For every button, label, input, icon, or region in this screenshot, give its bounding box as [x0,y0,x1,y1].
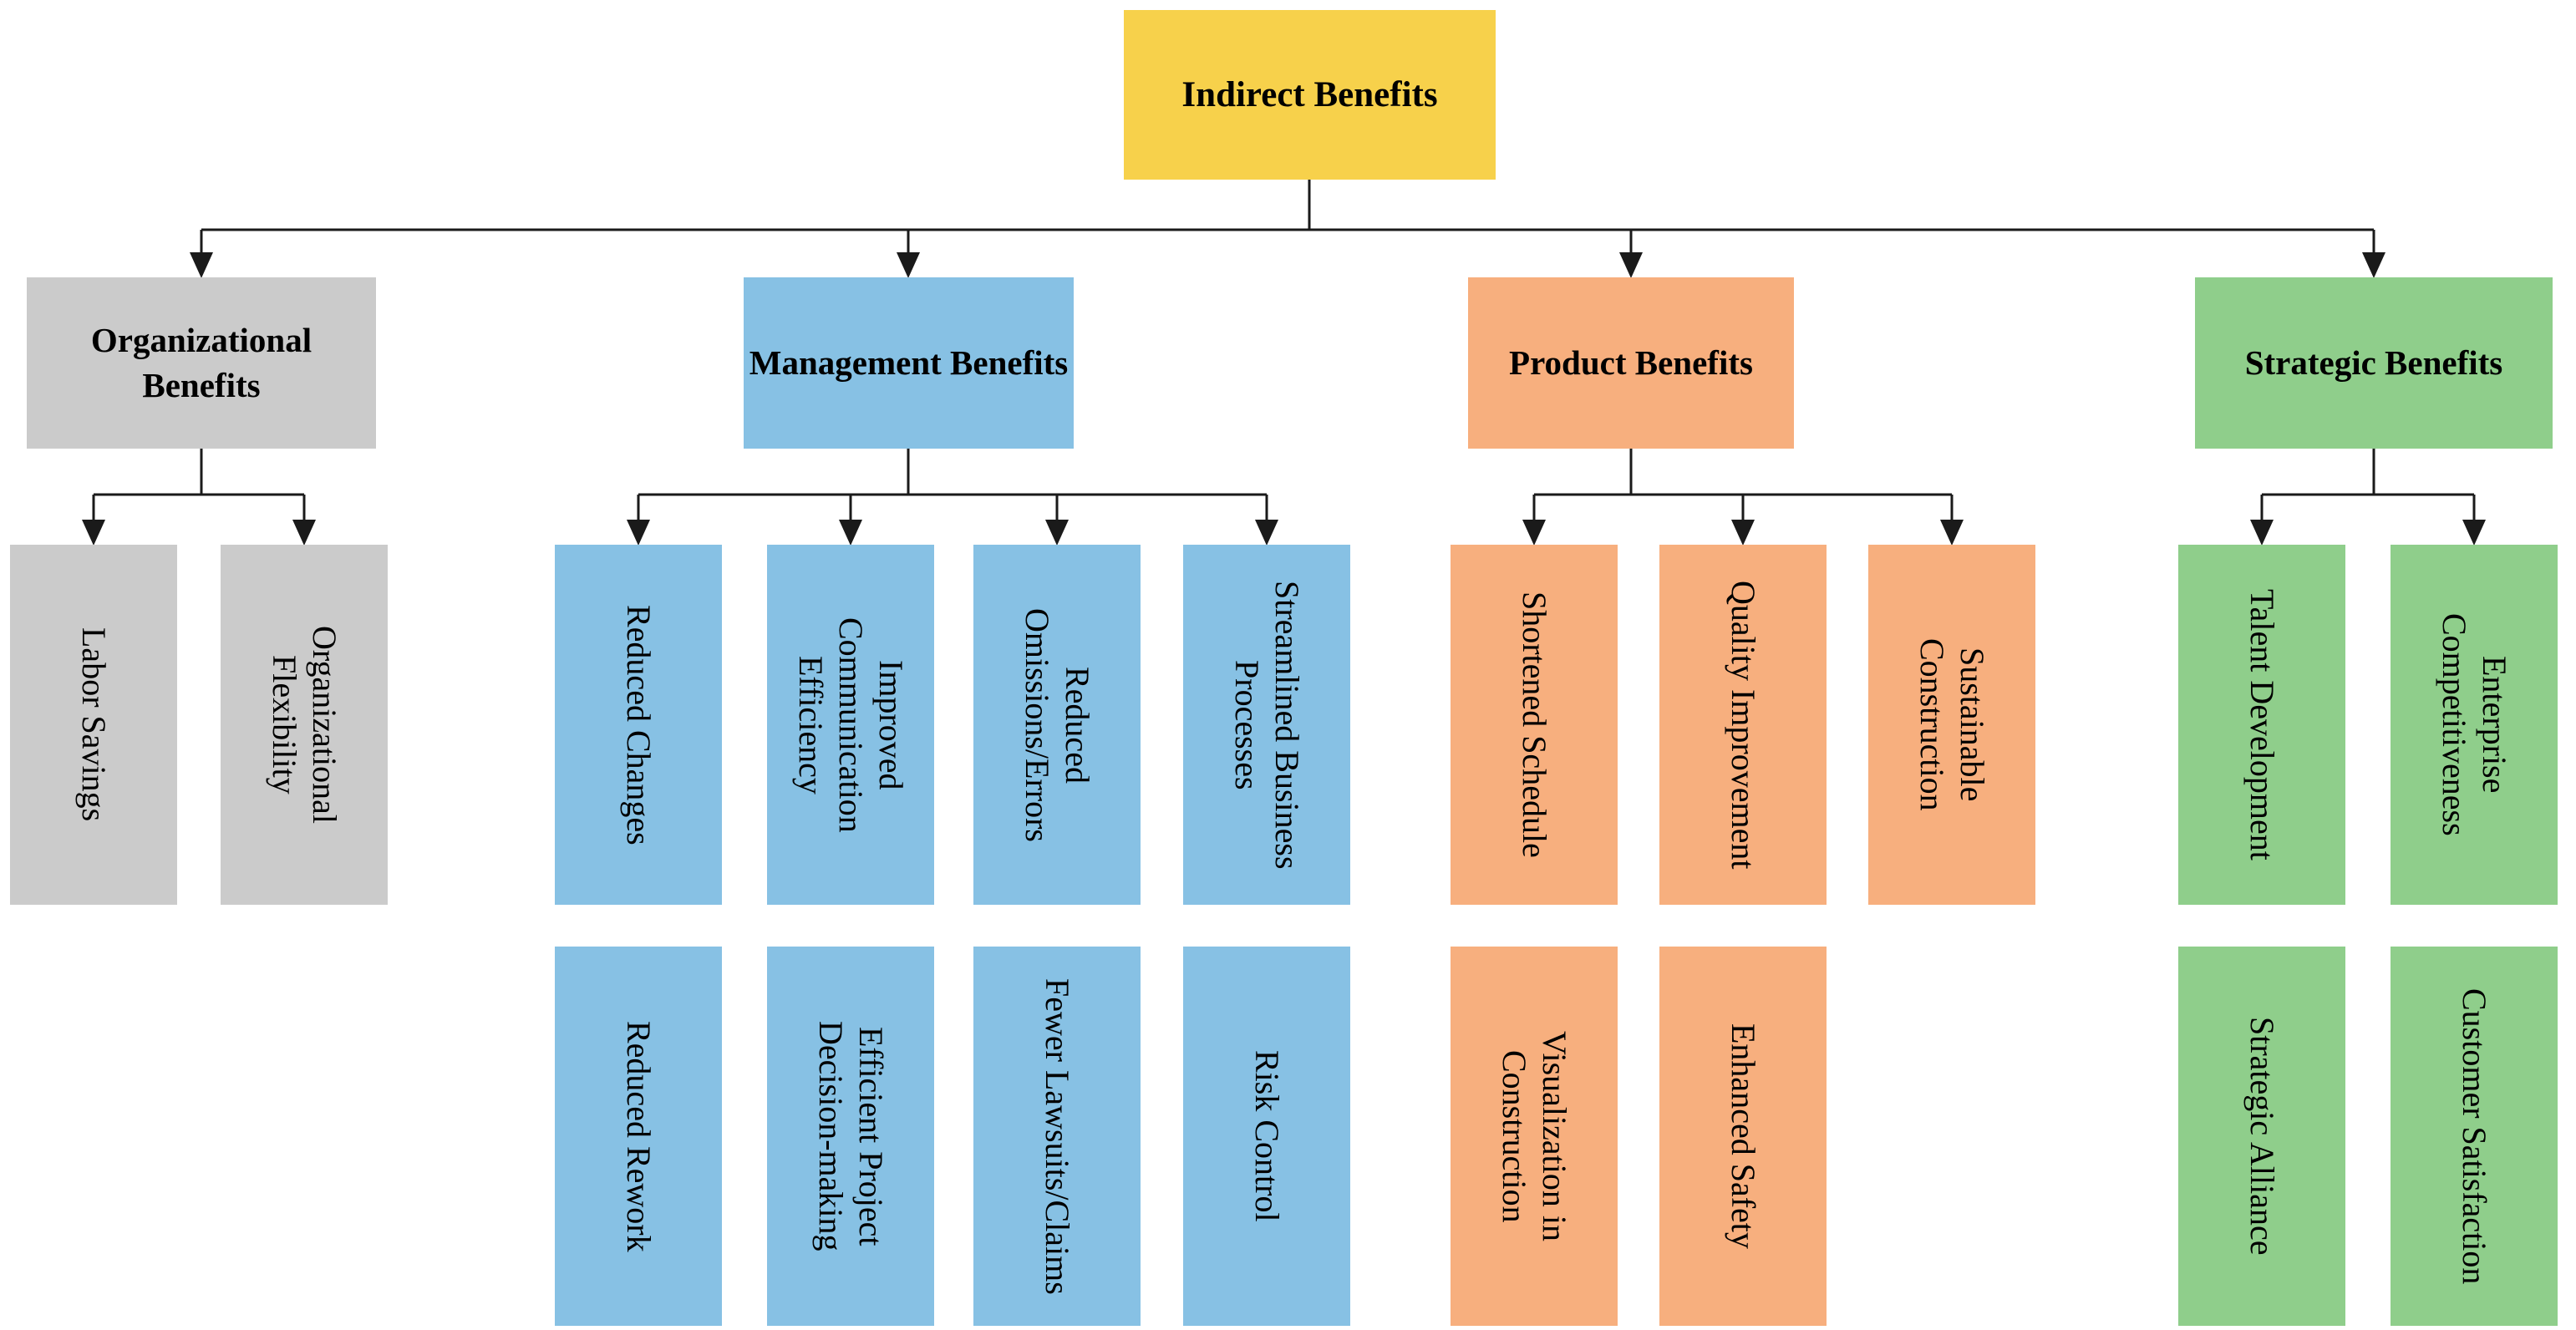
child-label: Efficient Project Decision-making [812,1021,890,1251]
connector-strategic-children [2250,449,2486,546]
child-label: Visualization in Construction [1496,1031,1573,1241]
child-label: Customer Satisfaction [2456,987,2493,1285]
child-label: Sustainable Construction [1913,638,1991,811]
child-label: Enhanced Safety [1725,1023,1762,1249]
arrowhead-icon [839,520,862,546]
category-label: Organizational Benefits [90,321,312,404]
child-label: Shortened Schedule [1516,591,1553,858]
connector-root-to-categories [190,180,2385,278]
connector-management-children [627,449,1278,546]
arrowhead-icon [1619,252,1643,278]
arrowhead-icon [1045,520,1069,546]
child-visualization-in-construction: Visualization in Construction [1451,947,1618,1326]
arrowhead-icon [1731,520,1755,546]
category-label: Management Benefits [749,343,1069,382]
category-product-benefits: Product Benefits [1468,277,1794,449]
arrowhead-icon [897,252,920,278]
category-organizational-benefits: Organizational Benefits [27,277,376,449]
child-label: Enterprise Competitiveness [2436,613,2513,836]
category-label: Product Benefits [1509,343,1753,382]
arrowhead-icon [1940,520,1964,546]
child-shortened-schedule: Shortened Schedule [1451,545,1618,905]
arrowhead-icon [2250,520,2274,546]
arrowhead-icon [1522,520,1546,546]
child-efficient-project-decision-making: Efficient Project Decision-making [767,947,934,1326]
child-reduced-rework: Reduced Rework [555,947,722,1326]
child-enterprise-competitiveness: Enterprise Competitiveness [2391,545,2558,905]
arrowhead-icon [292,520,316,546]
child-label: Risk Control [1248,1050,1286,1222]
category-label: Strategic Benefits [2244,343,2503,382]
child-fewer-lawsuits-claims: Fewer Lawsuits/Claims [973,947,1141,1326]
child-customer-satisfaction: Customer Satisfaction [2391,947,2558,1326]
category-management-benefits: Management Benefits [744,277,1074,449]
node-indirect-benefits: Indirect Benefits [1124,10,1496,180]
child-label: Talent Development [2243,589,2281,860]
child-risk-control: Risk Control [1183,947,1350,1326]
child-streamlined-business-processes: Streamlined Business Processes [1183,545,1350,905]
child-quality-improvement: Quality Improvement [1659,545,1827,905]
child-label: Reduced Omissions/Errors [1019,607,1096,842]
child-organizational-flexibility: Organizational Flexibility [221,545,388,905]
node-label: Indirect Benefits [1181,74,1438,114]
child-label: Fewer Lawsuits/Claims [1039,977,1076,1295]
child-label: Labor Savings [75,627,113,822]
arrowhead-icon [82,520,105,546]
arrowhead-icon [1255,520,1278,546]
child-label: Reduced Rework [620,1020,658,1252]
child-improved-communication-efficiency: Improved Communication Efficiency [767,545,934,905]
arrowhead-icon [2362,252,2385,278]
child-reduced-changes: Reduced Changes [555,545,722,905]
child-label: Organizational Flexibility [266,626,343,824]
child-talent-development: Talent Development [2178,545,2345,905]
arrowhead-icon [190,252,213,278]
connector-product-children [1522,449,1964,546]
child-label: Strategic Alliance [2243,1017,2281,1256]
child-labor-savings: Labor Savings [10,545,177,905]
child-enhanced-safety: Enhanced Safety [1659,947,1827,1326]
child-sustainable-construction: Sustainable Construction [1868,545,2035,905]
child-label: Improved Communication Efficiency [792,617,910,833]
child-strategic-alliance: Strategic Alliance [2178,947,2345,1326]
child-reduced-omissions-errors: Reduced Omissions/Errors [973,545,1141,905]
connector-organizational-children [82,449,316,546]
child-label: Reduced Changes [620,604,658,845]
arrowhead-icon [2462,520,2486,546]
category-strategic-benefits: Strategic Benefits [2195,277,2553,449]
arrowhead-icon [627,520,650,546]
child-label: Quality Improvement [1725,580,1762,870]
child-label: Streamlined Business Processes [1228,580,1306,870]
